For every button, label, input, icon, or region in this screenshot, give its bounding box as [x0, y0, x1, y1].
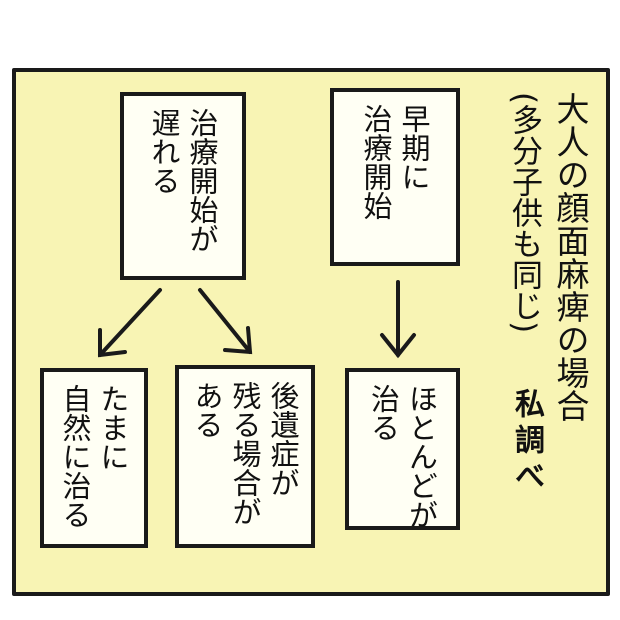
box-text: 治る [366, 384, 401, 442]
box-text: たまに [96, 384, 130, 471]
arrow-early-to-mostly [380, 280, 416, 359]
box-text: 自然に治る [58, 384, 92, 529]
title-main: 大人の顔面麻痺の場合 [551, 92, 590, 422]
box-sometimes-heals: たまに 自然に治る [40, 368, 148, 548]
box-text: ある [190, 381, 224, 439]
box-text: ほとんどが [404, 384, 439, 529]
box-text: 後遺症が [266, 381, 300, 497]
box-text: 治療開始 [359, 104, 393, 220]
box-late-treatment: 治療開始が 遅れる [120, 92, 246, 280]
box-text: 遅れる [147, 108, 181, 195]
arrow-late-to-sometimes [98, 288, 162, 358]
box-text: 早期に [397, 104, 431, 191]
box-text: 残る場合が [228, 381, 262, 526]
title-signature: 私調べ [509, 388, 544, 496]
box-mostly-heals: ほとんどが 治る [345, 368, 460, 530]
box-text: 治療開始が [185, 108, 219, 253]
title-note: (多分子供も同じ) [506, 92, 542, 334]
box-early-treatment: 早期に 治療開始 [330, 88, 460, 266]
box-aftereffects: 後遺症が 残る場合が ある [175, 365, 315, 548]
arrow-late-to-aftereffects [198, 288, 253, 355]
